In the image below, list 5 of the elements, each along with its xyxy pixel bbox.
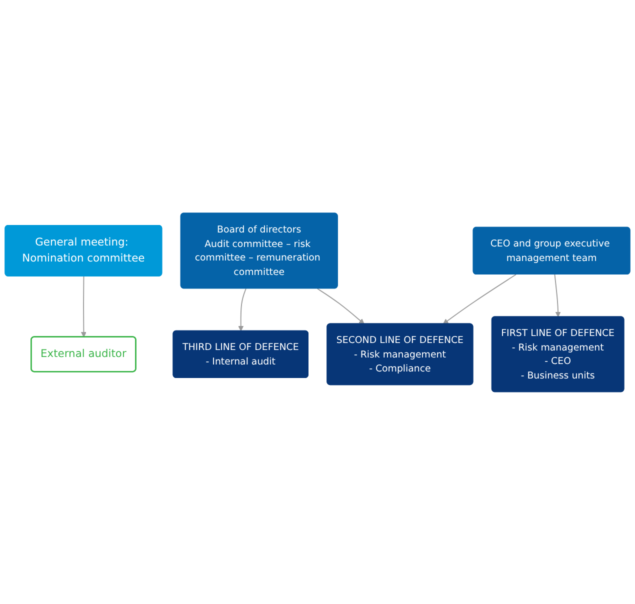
arrow	[316, 288, 364, 324]
arrow	[80, 276, 86, 337]
arrow	[238, 288, 246, 331]
arrow	[442, 274, 516, 324]
arrow	[554, 274, 561, 317]
